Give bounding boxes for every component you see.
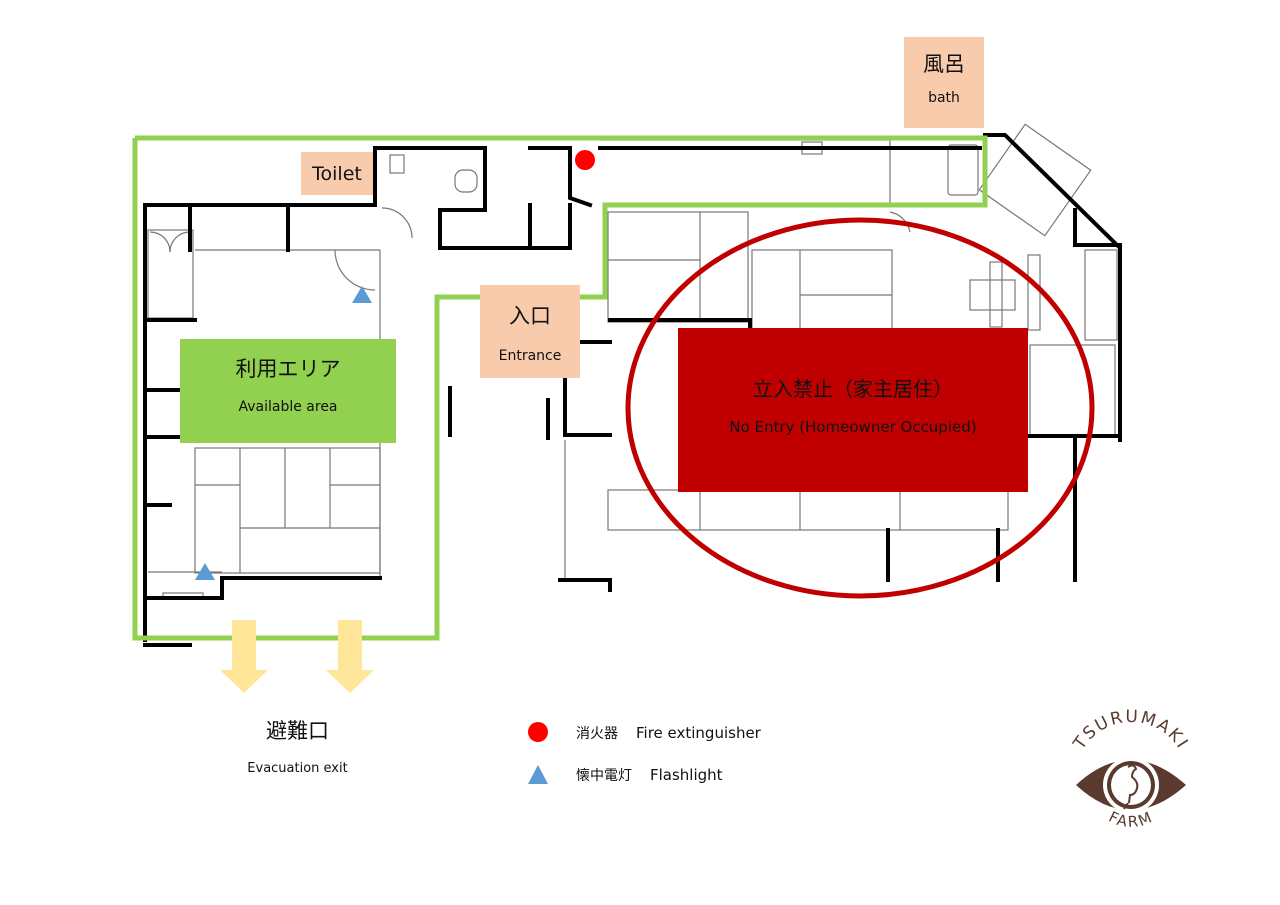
no-entry-box — [678, 328, 1028, 492]
no-entry-label: 立入禁止（家主居住） No Entry (Homeowner Occupied) — [678, 328, 1028, 492]
no-entry-ja: 立入禁止（家主居住） — [753, 377, 953, 401]
no-entry-ellipse — [625, 217, 1095, 599]
entrance-label: 入口 Entrance — [480, 285, 580, 378]
fire-extinguisher-icon — [575, 150, 595, 170]
evacuation-arrow-icon — [220, 620, 268, 693]
available-area-en: Available area — [238, 399, 338, 415]
legend-extinguisher-ja: 消火器 — [576, 726, 618, 742]
legend-extinguisher-en: Fire extinguisher — [636, 724, 761, 742]
toilet-label-en: Toilet — [312, 163, 362, 185]
walls — [143, 133, 1122, 647]
available-area-ja: 利用エリア — [235, 357, 341, 381]
entrance-label-en: Entrance — [498, 348, 562, 364]
bath-label: 風呂 bath — [904, 37, 984, 128]
svg-text:FARM: FARM — [1106, 808, 1156, 831]
logo-bottom-text: FARM — [1106, 808, 1154, 831]
bath-label-ja: 風呂 — [923, 52, 965, 76]
evacuation-arrow-icon — [326, 620, 374, 693]
legend-flashlight-en: Flashlight — [650, 766, 723, 784]
logo-top-text: TSURUMAKI — [1069, 707, 1190, 754]
entrance-label-ja: 入口 — [509, 304, 551, 328]
evacuation-exit-ja: 避難口 — [266, 719, 329, 743]
available-area-label: 利用エリア Available area — [180, 339, 396, 443]
flashlight-icon — [195, 563, 215, 580]
no-entry-en: No Entry (Homeowner Occupied) — [729, 418, 977, 436]
evacuation-exit-label: 避難口 Evacuation exit — [225, 718, 370, 778]
legend-row-flashlight: 懐中電灯 Flashlight — [576, 765, 723, 785]
flashlight-icon — [352, 286, 372, 303]
tsurumaki-farm-logo: TSURUMAKI FARM — [1069, 707, 1192, 831]
svg-text:TSURUMAKI: TSURUMAKI — [1069, 707, 1192, 754]
evacuation-exit-en: Evacuation exit — [247, 761, 348, 776]
legend-flashlight-icon — [528, 765, 548, 784]
legend-flashlight-ja: 懐中電灯 — [576, 768, 632, 784]
legend-extinguisher-icon — [528, 722, 548, 742]
bath-label-en: bath — [928, 90, 960, 106]
legend-row-extinguisher: 消火器 Fire extinguisher — [576, 723, 761, 743]
toilet-label: Toilet — [301, 152, 373, 195]
